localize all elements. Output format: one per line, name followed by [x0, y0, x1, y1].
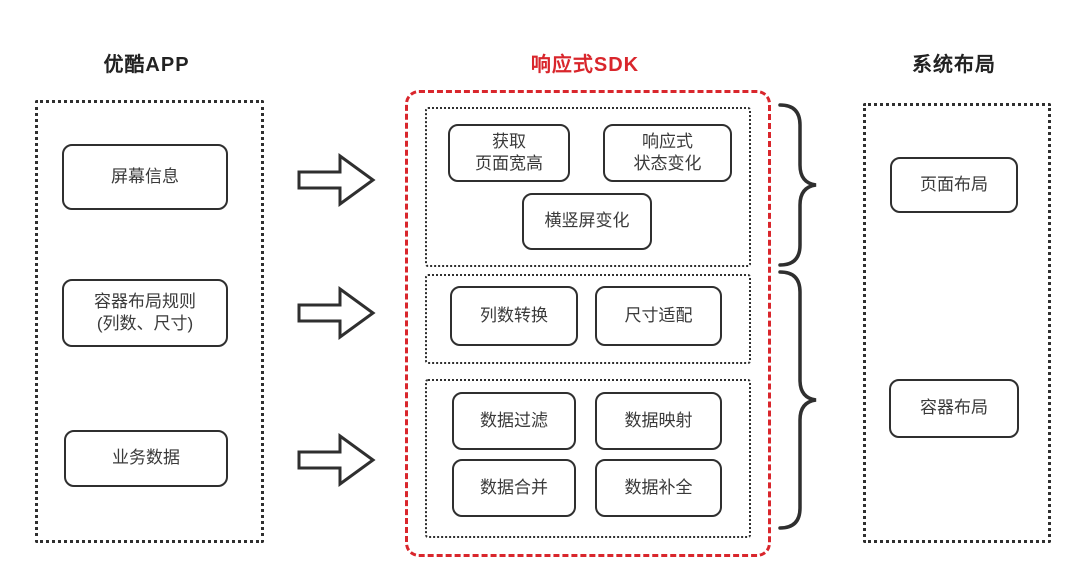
box-business-data: 业务数据 — [64, 430, 228, 487]
box-container-layout: 容器布局 — [889, 379, 1019, 438]
curly-brace-icon — [778, 103, 817, 267]
right-arrow-icon — [297, 433, 376, 487]
box-screen-info: 屏幕信息 — [62, 144, 228, 210]
curly-brace-icon — [778, 270, 817, 530]
sdk-page-group — [425, 107, 751, 267]
box-page-layout: 页面布局 — [890, 157, 1018, 213]
responsive-sdk-container — [405, 90, 771, 557]
right-arrow-icon — [297, 286, 376, 340]
sdk-layout-group — [425, 274, 751, 364]
box-data-mapping: 数据映射 — [595, 392, 722, 450]
youku-app-title: 优酷APP — [103, 54, 190, 76]
box-column-conversion: 列数转换 — [450, 286, 578, 346]
box-size-adaptation: 尺寸适配 — [595, 286, 722, 346]
box-data-completion: 数据补全 — [595, 459, 722, 517]
responsive-sdk-title: 响应式SDK — [530, 54, 640, 76]
box-container-layout-rules: 容器布局规则 (列数、尺寸) — [62, 279, 228, 347]
box-responsive-state-change: 响应式 状态变化 — [603, 124, 732, 182]
box-orientation-change: 横竖屏变化 — [522, 193, 652, 250]
box-data-filter: 数据过滤 — [452, 392, 576, 450]
system-layout-container — [863, 103, 1051, 543]
box-get-page-size: 获取 页面宽高 — [448, 124, 570, 182]
system-layout-title: 系统布局 — [912, 54, 996, 76]
youku-app-container — [35, 100, 264, 543]
right-arrow-icon — [297, 153, 376, 207]
box-data-merge: 数据合并 — [452, 459, 576, 517]
sdk-data-group — [425, 379, 751, 538]
